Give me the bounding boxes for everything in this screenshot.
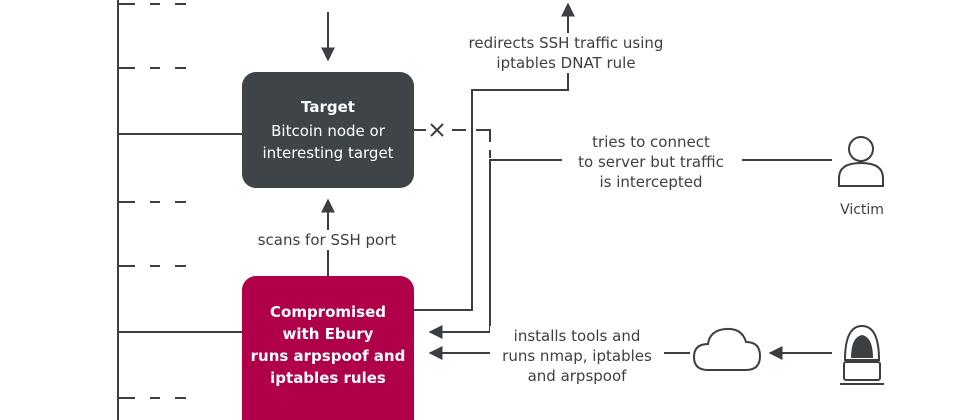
- target-box-line-2: interesting target: [262, 144, 394, 162]
- target-box-title: Target: [301, 98, 355, 116]
- victim-label: Victim: [820, 200, 904, 220]
- target-box-line-1: Bitcoin node or: [271, 122, 385, 140]
- ebury-box-line-3: runs arpspoof and: [250, 347, 406, 365]
- blocked-connection-dashed: [414, 129, 491, 158]
- hooded-hacker-icon: [840, 324, 884, 385]
- ebury-box-line-1: Compromised: [270, 303, 386, 321]
- tries-label-line-3: is intercepted: [599, 173, 703, 191]
- ebury-box-line-4: iptables rules: [270, 369, 386, 387]
- redirect-label-line-1: redirects SSH traffic using: [468, 34, 664, 52]
- tries-label-line-2: to server but traffic: [578, 153, 724, 171]
- redirect-label-line-2: iptables DNAT rule: [496, 54, 636, 72]
- installs-label-line-1: installs tools and: [513, 327, 641, 345]
- intercepted-traffic-arrow: [428, 159, 562, 339]
- network-host-stubs: [118, 3, 242, 399]
- ebury-box-line-2: with Ebury: [282, 325, 374, 343]
- installs-tools-label: installs tools and runs nmap, iptables a…: [490, 326, 664, 386]
- installs-label-line-3: and arpspoof: [527, 367, 627, 385]
- tries-connect-label: tries to connect to server but traffic i…: [566, 132, 736, 192]
- user-icon: [838, 136, 884, 187]
- redirect-label: redirects SSH traffic using iptables DNA…: [452, 33, 680, 73]
- x-mark-icon: [430, 123, 444, 137]
- cloud-icon: [692, 327, 762, 371]
- installs-label-line-2: runs nmap, iptables: [502, 347, 652, 365]
- target-node-box: Target Bitcoin node or interesting targe…: [242, 72, 414, 188]
- scans-label: scans for SSH port: [246, 230, 408, 250]
- compromised-server-box: Compromised with Ebury runs arpspoof and…: [242, 276, 414, 420]
- tries-label-line-1: tries to connect: [592, 133, 710, 151]
